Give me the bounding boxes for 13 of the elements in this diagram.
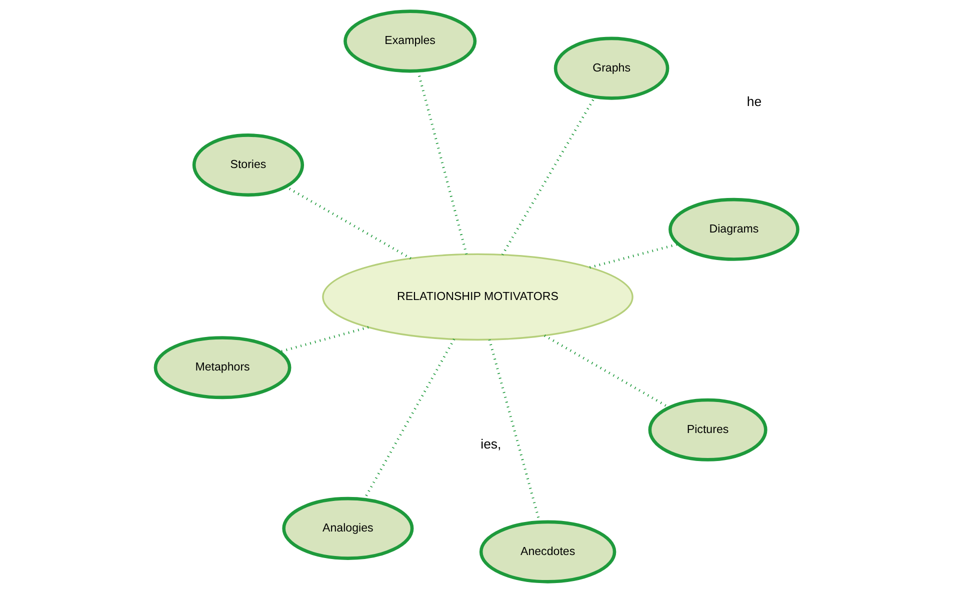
connector: [589, 242, 679, 269]
node-ellipse: Stories: [192, 134, 304, 197]
connector: [279, 326, 369, 353]
label: he: [746, 94, 762, 110]
node-ellipse: Examples: [344, 10, 477, 73]
node-ellipse: Diagrams: [668, 198, 800, 261]
node-ellipse: RELATIONSHIP MOTIVATORS: [322, 253, 634, 341]
node-ellipse: Graphs: [554, 36, 670, 100]
label: ies,: [480, 436, 502, 452]
node-ellipse: Anecdotes: [479, 520, 616, 584]
node-ellipse: Analogies: [282, 496, 414, 560]
node-ellipse: Metaphors: [154, 336, 292, 400]
node-ellipse: Pictures: [648, 398, 768, 462]
